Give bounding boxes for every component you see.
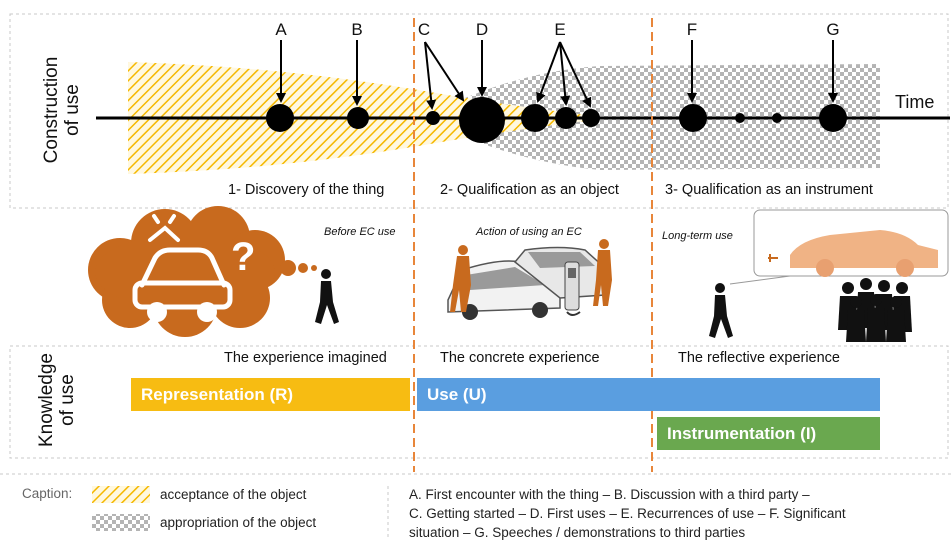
event-letter-c: C — [417, 20, 431, 39]
caption-acceptance: acceptance of the object — [160, 487, 307, 502]
experience-concrete: The concrete experience — [440, 350, 600, 366]
svg-text:?: ? — [231, 235, 255, 279]
experience-reflective: The reflective experience — [678, 350, 840, 366]
charging-scene-illustration — [447, 239, 612, 320]
event-circle-g — [819, 104, 847, 132]
event-circle-e1 — [521, 104, 549, 132]
phase-qualification-object: 2- Qualification as an object — [440, 182, 619, 198]
construction-label-line2: of use — [62, 84, 83, 136]
time-axis-label: Time — [895, 92, 935, 112]
event-circle-small2 — [772, 113, 782, 123]
event-circle-f — [679, 104, 707, 132]
instrumentation-bar: Instrumentation (I) — [657, 417, 880, 450]
experience-imagined: The experience imagined — [224, 350, 387, 366]
caption-appropriation: appropriation of the object — [160, 515, 317, 530]
caption-events-line2: C. Getting started – D. First uses – E. … — [409, 506, 846, 521]
caption-events-line1: A. First encounter with the thing – B. D… — [409, 487, 810, 502]
context-before-use: Before EC use — [324, 226, 396, 238]
event-circle-e2 — [555, 107, 577, 129]
thought-cloud-illustration: ? — [88, 206, 317, 337]
reflective-scene-illustration — [709, 209, 949, 342]
event-letter-d: D — [475, 20, 489, 39]
event-letter-b: B — [351, 20, 363, 39]
knowledge-label-line2: of use — [57, 374, 78, 426]
event-circle-a — [266, 104, 294, 132]
construction-frame — [9, 13, 949, 209]
appropriation-swatch — [92, 514, 150, 531]
walking-person-icon — [315, 269, 339, 324]
use-bar: Use (U) — [417, 378, 880, 411]
crowd-icon — [838, 278, 912, 342]
knowledge-frame — [9, 345, 949, 459]
event-circle-b — [347, 107, 369, 129]
construction-label-line1: Construction — [41, 56, 62, 164]
phase-discovery: 1- Discovery of the thing — [228, 182, 385, 198]
event-letter-f: F — [686, 20, 698, 39]
knowledge-label-line1: Knowledge — [36, 352, 57, 448]
caption-events-line3: situation – G. Speeches / demonstrations… — [409, 525, 746, 540]
context-long-term: Long-term use — [662, 230, 733, 242]
event-letter-a: A — [275, 20, 287, 39]
event-letter-e: E — [554, 20, 566, 39]
caption-title: Caption: — [22, 486, 73, 501]
representation-bar: Representation (R) — [131, 378, 410, 411]
acceptance-swatch — [92, 486, 150, 503]
event-letter-g: G — [826, 20, 840, 39]
event-circle-e3 — [582, 109, 600, 127]
knowledge-of-use-label: Knowledge of use — [36, 340, 78, 460]
event-circle-d — [459, 97, 505, 143]
phase-qualification-instrument: 3- Qualification as an instrument — [665, 182, 873, 198]
context-using: Action of using an EC — [476, 226, 582, 238]
construction-of-use-label: Construction of use — [41, 40, 83, 180]
event-circle-small1 — [735, 113, 745, 123]
event-arrows — [276, 40, 838, 110]
event-circle-c — [426, 111, 440, 125]
